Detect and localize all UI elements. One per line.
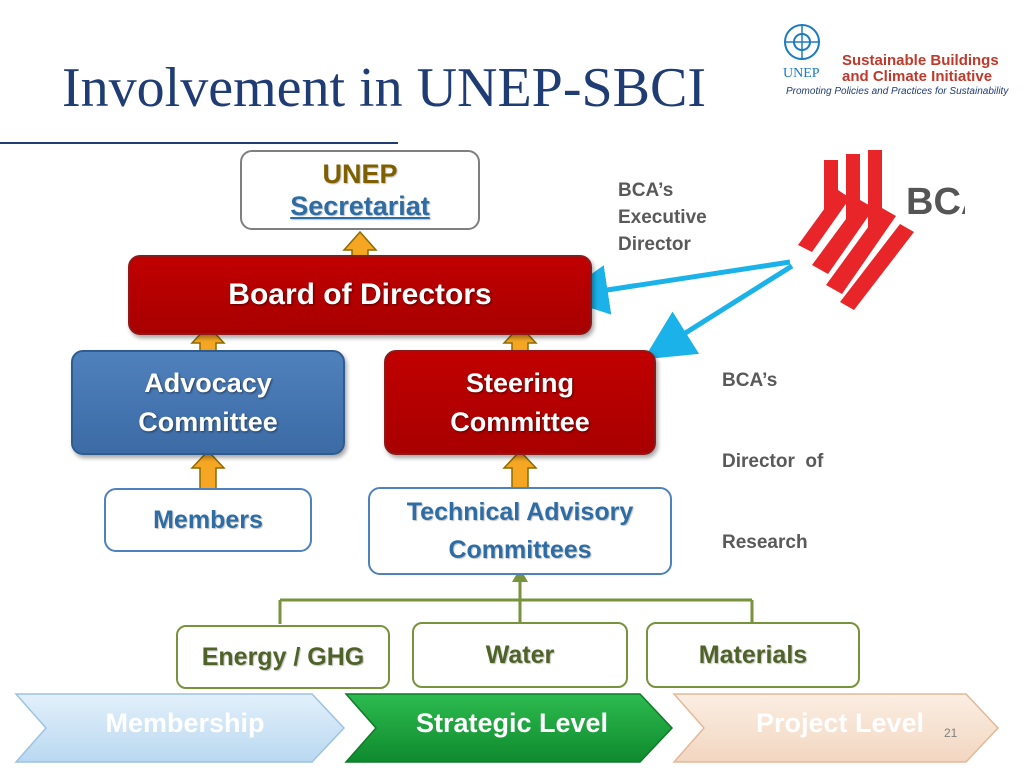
strategic-level-chevron xyxy=(344,693,674,763)
unep-logo-icon xyxy=(784,24,820,60)
exec-line3: Director xyxy=(618,233,691,255)
water-box: Water xyxy=(412,622,628,688)
bca-research-director-note: BCA’s Director of Research xyxy=(722,314,823,584)
sbci-tagline: Promoting Policies and Practices for Sus… xyxy=(786,86,1009,97)
research-line3: Research xyxy=(722,531,808,553)
members-box: Members xyxy=(104,488,312,552)
advocacy-line2: Committee xyxy=(138,406,278,437)
project-level-label: Project Level xyxy=(755,708,925,738)
exec-line2: Executive xyxy=(618,206,707,228)
secretariat-line2: Secretariat xyxy=(290,191,430,221)
advocacy-committee-box: Advocacy Committee xyxy=(71,350,345,455)
strategic-level-label: Strategic Level xyxy=(415,708,609,738)
project-level-chevron xyxy=(672,693,1000,763)
energy-ghg-box: Energy / GHG xyxy=(176,625,390,689)
bca-to-board-arrow xyxy=(558,259,791,315)
exec-line1: BCA’s xyxy=(618,180,674,201)
tac-line1: Technical Advisory xyxy=(406,498,634,526)
secretariat-line1: UNEP xyxy=(322,158,398,189)
steering-line1: Steering xyxy=(465,368,575,399)
sbci-name-line2: and Climate Initiative xyxy=(842,68,993,85)
research-line1: BCA’s xyxy=(722,369,778,391)
bca-logo-icon: BCA xyxy=(798,150,965,310)
board-label: Board of Directors xyxy=(228,278,492,311)
membership-label: Membership xyxy=(105,708,265,738)
bca-executive-director-note: BCA’s Executive Director xyxy=(618,178,707,259)
title-underline xyxy=(0,142,398,144)
bca-to-steering-arrow xyxy=(643,263,794,360)
water-label: Water xyxy=(485,641,555,669)
materials-box: Materials xyxy=(646,622,860,688)
advocacy-line1: Advocacy xyxy=(144,368,272,399)
tac-arrowhead xyxy=(512,568,528,582)
research-line2: Director of xyxy=(722,450,824,472)
board-of-directors-box: Board of Directors xyxy=(128,255,592,335)
materials-label: Materials xyxy=(698,641,808,669)
membership-chevron xyxy=(14,693,346,763)
steering-committee-box: Steering Committee xyxy=(384,350,656,455)
tac-line2: Committees xyxy=(448,536,592,564)
bca-wordmark: BCA xyxy=(906,181,965,223)
technical-advisory-committees-box: Technical Advisory Committees xyxy=(368,487,672,575)
page-title: Involvement in UNEP-SBCI xyxy=(62,57,706,119)
level-chevron-bar xyxy=(14,693,1000,763)
slide-number: 21 xyxy=(944,726,958,740)
steering-line2: Committee xyxy=(450,406,590,437)
unep-wordmark: UNEP xyxy=(783,66,820,81)
members-label: Members xyxy=(153,506,263,534)
unep-secretariat-box: UNEP Secretariat xyxy=(240,150,480,230)
energy-ghg-label: Energy / GHG xyxy=(201,643,365,671)
sbci-name-line1: Sustainable Buildings xyxy=(842,52,999,69)
